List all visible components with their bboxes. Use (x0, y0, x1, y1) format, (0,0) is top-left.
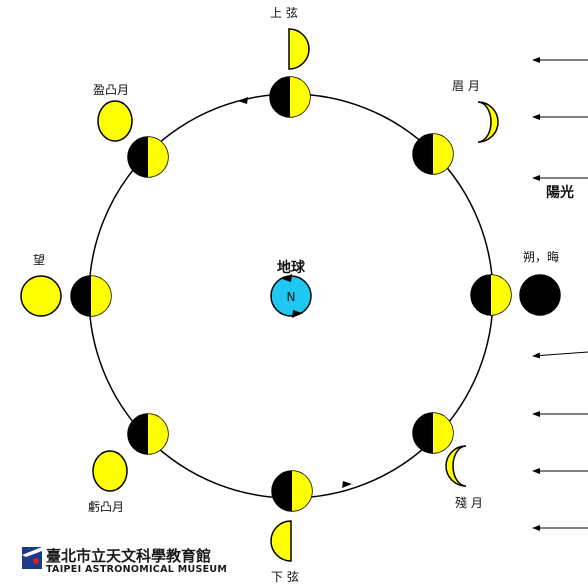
orbit-arrow-icon (238, 97, 248, 104)
earth-rotation-arrow-icon (282, 274, 292, 282)
earth-label: 地球 (277, 259, 306, 276)
orbit-moon-waxing-crescent (412, 133, 454, 175)
label-waning-crescent: 殘 月 (455, 495, 483, 510)
label-first-quarter: 上 弦 (270, 5, 298, 20)
museum-name-en: TAIPEI ASTRONOMICAL MUSEUM (46, 564, 227, 575)
label-new-moon: 朔，晦 (523, 249, 559, 264)
phase-first-quarter (288, 28, 310, 70)
sunlight-label: 陽光 (546, 184, 574, 201)
label-last-quarter: 下 弦 (271, 569, 299, 584)
museum-name-zh: 臺北市立天文科學教育館 (46, 547, 211, 565)
orbit-moon-new (470, 274, 512, 316)
earth: N 地球 (270, 259, 312, 318)
label-full-moon: 望 (33, 253, 45, 267)
orbit-moon-full (70, 275, 112, 317)
phase-waning-gibbous (92, 450, 128, 492)
earth-rotation-arrow-icon (292, 310, 302, 318)
museum-logo: 臺北市立天文科學教育館 TAIPEI ASTRONOMICAL MUSEUM (22, 547, 227, 575)
orbit-moon-last-quarter (271, 470, 313, 512)
orbit-moon-first-quarter (269, 76, 311, 118)
label-waning-gibbous: 虧凸月 (88, 500, 124, 514)
label-waxing-crescent: 眉 月 (452, 79, 480, 93)
museum-emblem-icon (22, 547, 42, 569)
orbit-direction-arrows (238, 97, 352, 488)
orbit-moon-waning-gibbous (127, 413, 169, 455)
orbit-arrow-icon (342, 481, 352, 488)
north-label: N (287, 290, 296, 304)
phase-waxing-crescent (477, 101, 499, 143)
label-waxing-gibbous: 盈凸月 (93, 83, 129, 97)
sunlight-arrows (532, 57, 588, 531)
phase-last-quarter (270, 520, 292, 562)
phase-waning-crescent (445, 445, 467, 487)
orbit-moon-waxing-gibbous (127, 136, 169, 178)
sun-ray-arrow-icon (532, 351, 588, 359)
orbit-moon-waning-crescent (412, 412, 454, 454)
phase-new-moon (519, 274, 561, 316)
phase-waxing-gibbous (97, 100, 133, 142)
phase-full-moon (20, 275, 62, 317)
